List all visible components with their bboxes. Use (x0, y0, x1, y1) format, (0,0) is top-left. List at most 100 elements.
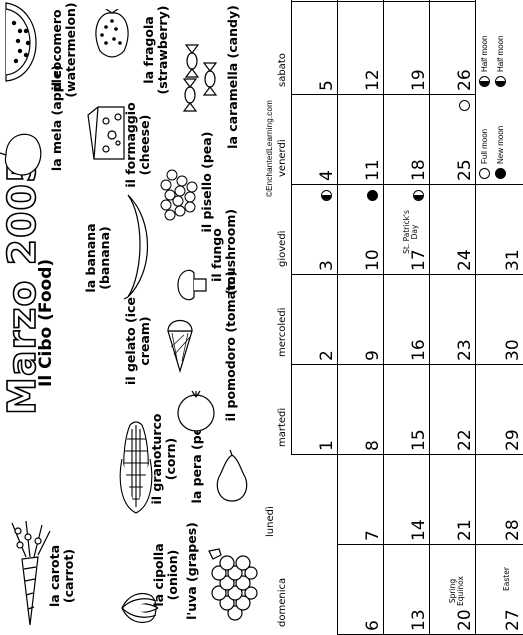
legend-half-moon-1-label: Half moon (480, 35, 489, 72)
day-cell-6[interactable]: 6 (363, 620, 383, 631)
legend-half-moon-2-icon (495, 76, 506, 87)
food-label-onion: la cipolla (onion) (151, 543, 180, 607)
day-cell-9[interactable]: 9 (363, 350, 383, 361)
grid-hline-2 (383, 0, 385, 635)
day-cell-27[interactable]: 27 (503, 609, 523, 631)
theme-subtitle: Il Cibo (Food) (36, 258, 56, 387)
day-name-4: giovedì (277, 230, 288, 267)
cheese-icon (87, 106, 125, 160)
note-spring-equinox: Spring Equinox (448, 576, 465, 606)
day-cell-1[interactable]: 1 (317, 440, 337, 451)
day-cell-10[interactable]: 10 (363, 249, 383, 271)
copyright: ©EnchantedLearning.com (265, 99, 274, 197)
grid-vline-3 (291, 363, 523, 365)
grid-hline-first-week (337, 455, 339, 635)
legend-half-moon-1-icon (479, 76, 490, 87)
ice-cream-icon (167, 319, 193, 374)
onion-icon (121, 592, 159, 624)
day-name-6: sabato (277, 53, 288, 87)
day-name-3: mercoledì (277, 307, 288, 357)
legend-new-moon: New moon (495, 126, 506, 179)
day-cell-7[interactable]: 7 (363, 530, 383, 541)
day-cell-8[interactable]: 8 (363, 440, 383, 451)
note-easter: Easter (502, 567, 511, 591)
day-cell-16[interactable]: 16 (409, 339, 429, 361)
grid-hline-0 (291, 0, 293, 455)
food-label-carrot: la carota (carrot) (47, 544, 76, 608)
grid-vline-7 (291, 0, 475, 2)
new-moon-icon-10 (367, 190, 378, 201)
day-cell-29[interactable]: 29 (503, 429, 523, 451)
grid-vline-5 (291, 183, 523, 185)
legend-new-moon-label: New moon (496, 125, 505, 164)
day-cell-26[interactable]: 26 (455, 69, 475, 91)
grid-vline-6 (291, 93, 475, 95)
watermelon-icon (5, 2, 37, 82)
carrot-icon (11, 520, 51, 626)
pea-icon (160, 169, 198, 221)
day-cell-15[interactable]: 15 (409, 429, 429, 451)
day-cell-14[interactable]: 14 (409, 519, 429, 541)
grid-vline-4 (291, 273, 523, 275)
pear-icon (216, 449, 248, 502)
day-cell-22[interactable]: 22 (455, 429, 475, 451)
banana-icon (123, 194, 149, 300)
food-label-grapes: l'uva (grapes) (184, 522, 199, 620)
food-label-strawberry: la fragola (strawberry) (141, 5, 170, 95)
food-panel: Marzo 2005 Il Cibo (Food) l'uva (grapes) (0, 2, 258, 626)
food-label-mushroom: il fungo (mushroom) (209, 208, 238, 295)
food-label-candy: la caramella (candy) (225, 5, 240, 149)
legend-half-moon-1: Half moon (479, 36, 490, 87)
food-label-banana: la banana (banana) (83, 223, 112, 293)
day-name-5: venerdì (277, 139, 288, 177)
grid-vline-2 (291, 453, 523, 455)
tomato-icon (177, 390, 215, 432)
day-cell-23[interactable]: 23 (455, 339, 475, 361)
note-st-patricks: St. Patrick's Day (402, 210, 419, 254)
food-label-pea: il pisello (pea) (199, 131, 214, 233)
day-cell-24[interactable]: 24 (455, 249, 475, 271)
day-cell-12[interactable]: 12 (363, 69, 383, 91)
day-name-0: domenica (277, 577, 288, 627)
grapes-icon (208, 548, 258, 621)
mushroom-icon (177, 269, 207, 301)
day-cell-31[interactable]: 31 (503, 249, 523, 271)
legend-full-moon: Full moon (479, 129, 490, 179)
legend-new-moon-icon (495, 168, 506, 179)
apple-icon (0, 133, 42, 176)
grid-hline-top-partial (475, 0, 477, 185)
half-moon-icon-17 (413, 190, 424, 201)
legend-half-moon-2-label: Half moon (496, 35, 505, 72)
day-cell-2[interactable]: 2 (317, 350, 337, 361)
day-cell-28[interactable]: 28 (503, 519, 523, 541)
food-label-cheese: il formaggio (cheese) (123, 102, 152, 188)
day-cell-3[interactable]: 3 (317, 260, 337, 271)
legend-half-moon-2: Half moon (495, 36, 506, 87)
day-cell-18[interactable]: 18 (409, 159, 429, 181)
day-cell-11[interactable]: 11 (363, 159, 383, 181)
full-moon-icon-25 (459, 100, 470, 111)
day-name-1: lunedì (265, 506, 276, 537)
half-moon-icon-3 (321, 190, 332, 201)
calendar-grid: domenica lunedì martedì mercoledì giovedì ven… (265, 0, 523, 635)
strawberry-icon (95, 9, 129, 58)
food-label-icecream: il gelato (ice cream) (123, 297, 152, 385)
day-name-2: martedì (277, 407, 288, 447)
legend-full-moon-icon (479, 168, 490, 179)
day-cell-5[interactable]: 5 (317, 80, 337, 91)
food-label-watermelon: il cocomero (watermelon) (49, 2, 78, 98)
day-cell-19[interactable]: 19 (409, 69, 429, 91)
legend-full-moon-label: Full moon (480, 128, 489, 164)
candy-icon (182, 44, 218, 112)
day-cell-25[interactable]: 25 (455, 159, 475, 181)
calendar-panel: ©EnchantedLearning.com domenica lunedì mar… (263, 0, 523, 635)
grid-vline-1 (337, 543, 523, 545)
grid-hline-3 (429, 0, 431, 635)
day-cell-4[interactable]: 4 (317, 170, 337, 181)
day-cell-13[interactable]: 13 (409, 609, 429, 631)
day-cell-21[interactable]: 21 (455, 519, 475, 541)
day-cell-30[interactable]: 30 (503, 339, 523, 361)
day-cell-20[interactable]: 20 (455, 609, 475, 631)
corn-icon (119, 421, 153, 514)
